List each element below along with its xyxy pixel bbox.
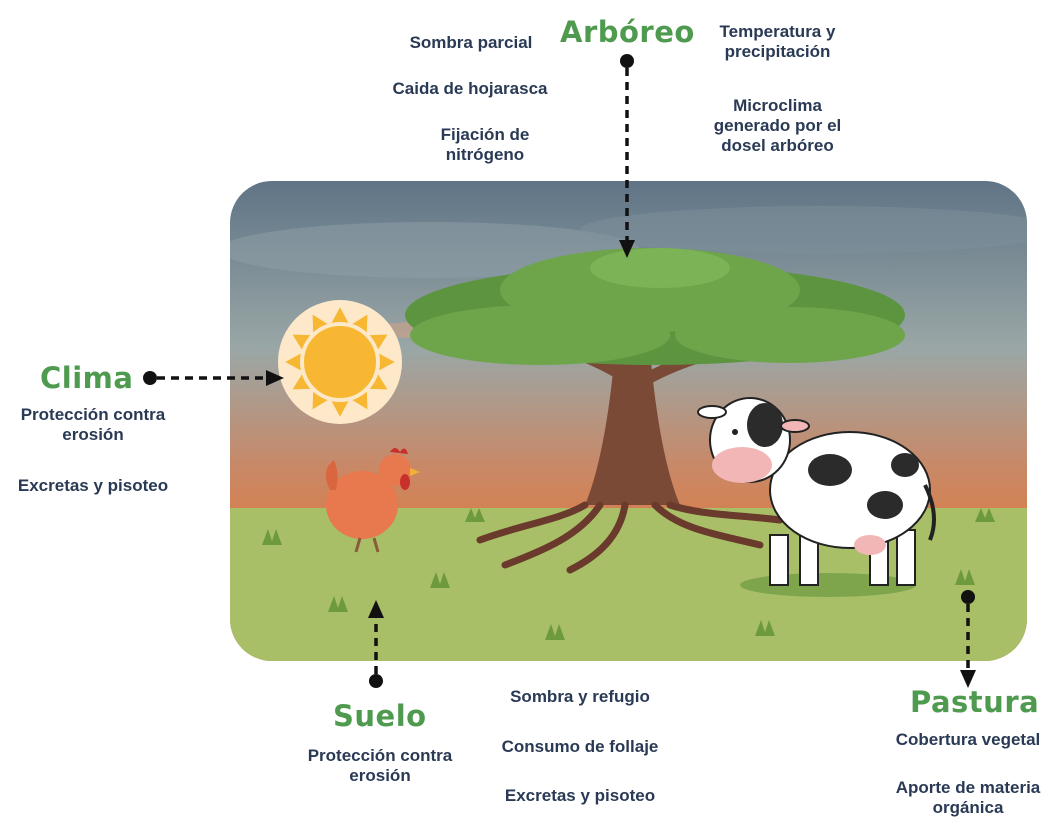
cow-icon bbox=[697, 397, 936, 597]
arrow-arboreo bbox=[619, 54, 635, 258]
hen-icon bbox=[325, 448, 420, 553]
label-aporte-materia: Aporte de materia orgánica bbox=[895, 778, 1041, 817]
label-caida-hojarasca: Caida de hojarasca bbox=[392, 79, 548, 98]
title-arboreo: Arbóreo bbox=[560, 15, 695, 49]
label-clima-proteccion: Protección contra erosión bbox=[20, 405, 166, 444]
label-suelo-proteccion: Protección contra erosión bbox=[307, 746, 453, 785]
label-excretas-pisoteo: Excretas y pisoteo bbox=[504, 786, 656, 805]
label-sombra-parcial: Sombra parcial bbox=[409, 33, 533, 52]
label-temperatura-precipitacion: Temperatura y precipitación bbox=[719, 22, 836, 61]
tree-icon bbox=[405, 248, 905, 574]
arrow-clima bbox=[143, 370, 284, 386]
label-consumo-follaje: Consumo de follaje bbox=[501, 737, 659, 756]
label-clima-excretas: Excretas y pisoteo bbox=[17, 476, 169, 495]
sun-icon bbox=[278, 300, 402, 424]
arrow-pastura bbox=[960, 590, 976, 688]
label-cobertura-vegetal: Cobertura vegetal bbox=[895, 730, 1041, 749]
title-suelo: Suelo bbox=[333, 699, 427, 733]
grass-icon bbox=[262, 508, 995, 640]
label-fijacion-nitrogeno: Fijación de nitrógeno bbox=[440, 125, 530, 164]
label-microclima: Microclima generado por el dosel arbóreo bbox=[713, 96, 842, 155]
arrow-suelo bbox=[368, 600, 384, 688]
title-clima: Clima bbox=[40, 361, 134, 395]
title-pastura: Pastura bbox=[910, 685, 1040, 719]
label-sombra-refugio: Sombra y refugio bbox=[510, 687, 650, 706]
